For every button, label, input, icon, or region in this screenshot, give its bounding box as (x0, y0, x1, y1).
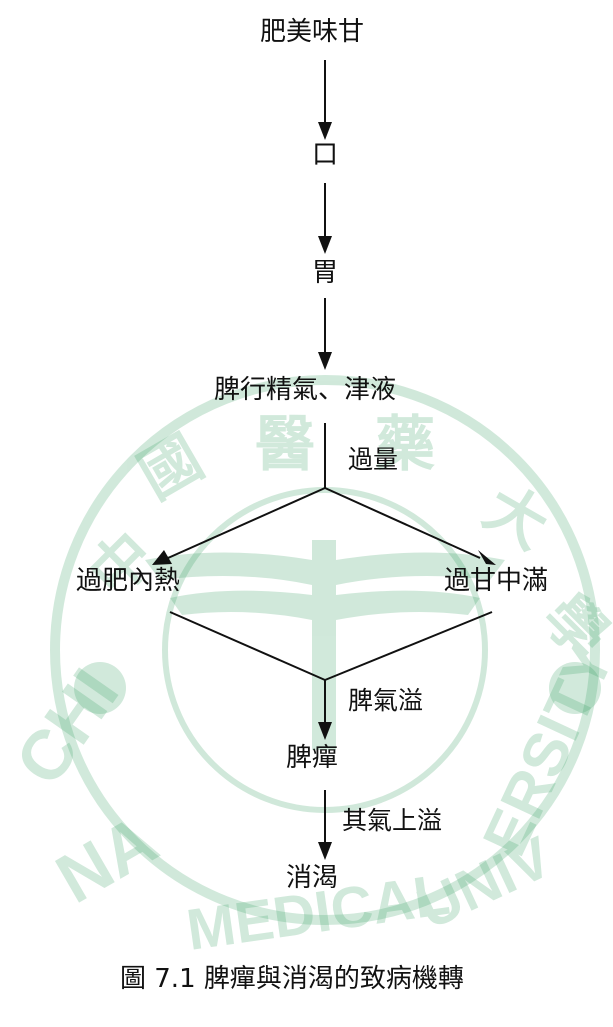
svg-text:藥: 藥 (375, 411, 435, 478)
arrow-to-fullness (324, 487, 481, 559)
arrowhead-stomach (318, 236, 332, 254)
arrowhead-xiaoke (318, 842, 332, 860)
figure-caption: 圖 7.1 脾癉與消渴的致病機轉 (120, 964, 464, 994)
seal-wing-left-2 (170, 590, 312, 620)
svg-text:國: 國 (128, 423, 213, 511)
svg-text:NA: NA (44, 800, 171, 918)
arrowhead-spleen-dan (318, 722, 332, 740)
seal-wing-right (336, 552, 505, 585)
seal-wing-right-2 (336, 590, 480, 620)
seal-caduceus (74, 540, 601, 750)
seal-outer-ring (50, 375, 600, 925)
seal-flower-left (74, 662, 126, 714)
svg-text:醫: 醫 (255, 411, 315, 478)
node-mouth: 口 (312, 140, 339, 170)
node-food: 肥美味甘 (260, 17, 365, 47)
label-qi-rises: 其氣上溢 (342, 806, 443, 835)
line-fullness-merge (324, 611, 493, 681)
label-excess: 過量 (348, 445, 399, 474)
arrowhead-heat (152, 550, 172, 565)
seal-wing-left (145, 552, 312, 585)
label-spleen-qi-overflow: 脾氣溢 (348, 686, 424, 715)
line-heat-merge (169, 611, 326, 681)
node-fullness: 過甘中滿 (444, 566, 549, 596)
arrow-to-heat (167, 487, 326, 559)
arrowhead-mouth (318, 122, 332, 140)
node-xiaoke: 消渴 (286, 863, 339, 893)
node-heat: 過肥內熱 (76, 566, 181, 596)
node-spleen-dan: 脾癉 (286, 743, 339, 773)
arrowhead-spleen (318, 352, 332, 370)
node-spleen: 脾行精氣、津液 (214, 375, 397, 405)
svg-text:ERSITY: ERSITY (470, 634, 613, 866)
seal-flower-right (549, 662, 601, 714)
node-stomach: 胃 (312, 258, 339, 288)
svg-text:大: 大 (474, 473, 559, 561)
arrowhead-fullness (478, 550, 496, 565)
